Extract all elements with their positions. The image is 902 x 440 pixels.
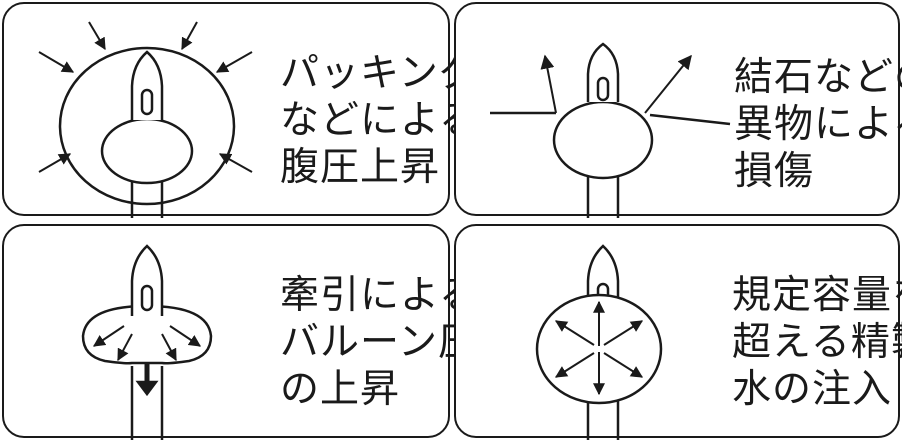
caption-line: パッキング: [280, 51, 479, 96]
caption-traction-pressure: 牽引による バルーン圧 の上昇: [280, 272, 479, 413]
caption-line: 腹圧上昇: [280, 145, 441, 190]
caption-line: 異物による: [734, 102, 902, 147]
panel-foreign-object-damage: 結石などの 異物による 損傷: [454, 2, 902, 218]
caption-line: 超える精製: [732, 320, 902, 365]
caption-overfill-injection: 規定容量を 超える精製 水の注入: [732, 272, 902, 413]
catheter-abdominal-pressure-illustration: [38, 21, 253, 218]
panel-traction-pressure: 牽引による バルーン圧 の上昇: [2, 224, 478, 440]
catheter-overfill-illustration: [535, 244, 663, 440]
panel-abdominal-pressure: パッキング などによる 腹圧上昇: [2, 2, 478, 218]
catheter-foreign-object-illustration: [490, 42, 731, 218]
caption-line: などによる: [280, 98, 479, 143]
caption-abdominal-pressure: パッキング などによる 腹圧上昇: [280, 50, 479, 191]
caption-line: 規定容量を: [732, 273, 902, 318]
caption-line: バルーン圧: [280, 320, 479, 365]
caption-line: 牽引による: [280, 273, 479, 318]
catheter-traction-illustration: [81, 244, 213, 440]
caption-line: 水の注入: [732, 367, 893, 412]
caption-line: 損傷: [734, 149, 815, 194]
caption-line: 結石などの: [734, 55, 902, 100]
panel-overfill-injection: 規定容量を 超える精製 水の注入: [454, 224, 902, 440]
caption-foreign-object-damage: 結石などの 異物による 損傷: [734, 54, 902, 195]
caption-line: の上昇: [280, 367, 401, 412]
